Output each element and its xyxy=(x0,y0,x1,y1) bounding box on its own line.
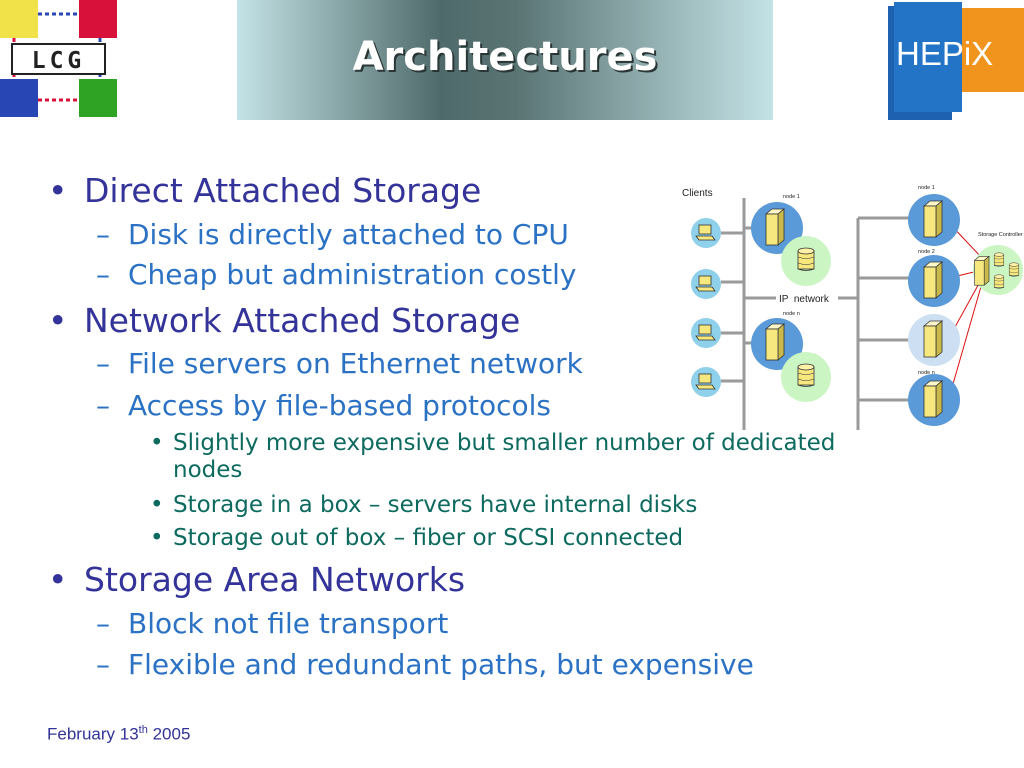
bullet-text: Flexible and redundant paths, but expens… xyxy=(128,648,754,681)
bullet-marker: – xyxy=(96,258,110,291)
server-icon xyxy=(923,200,943,238)
node-label: node 2 xyxy=(918,249,935,255)
disk-icon xyxy=(797,247,815,271)
disk-icon xyxy=(993,274,1005,289)
client-computer-icon xyxy=(690,317,722,349)
client-computer-icon xyxy=(690,217,722,249)
bullet-text: Storage in a box – servers have internal… xyxy=(173,492,698,518)
server-icon xyxy=(765,208,785,246)
footer-date: February 13th 2005 xyxy=(47,724,190,745)
bullet-marker: • xyxy=(150,492,164,518)
bullet-text: File servers on Ethernet network xyxy=(128,347,583,380)
title-banner: Architectures xyxy=(237,0,773,120)
bullet-marker: • xyxy=(150,430,164,456)
bullet-marker: – xyxy=(96,389,110,422)
bullet-marker: – xyxy=(96,218,110,251)
disk-icon xyxy=(993,252,1005,267)
disk-icon xyxy=(797,363,815,387)
footer-date-main: February 13 xyxy=(47,724,139,744)
bullet-marker: • xyxy=(48,560,68,599)
node-label: node 1 xyxy=(918,185,935,191)
bullet-text: Direct Attached Storage xyxy=(84,171,482,210)
bullet-text: Disk is directly attached to CPU xyxy=(128,218,569,251)
hepix-logo-text: HEPiX xyxy=(896,35,993,72)
bullet-marker: • xyxy=(48,171,68,210)
lcg-logo-text: LCG xyxy=(32,48,86,74)
bullet-marker: – xyxy=(96,648,110,681)
lcg-logo: LCG xyxy=(0,0,117,117)
server-icon xyxy=(923,261,943,299)
bullet-text: Block not file transport xyxy=(128,607,449,640)
bullet-text: nodes xyxy=(173,457,243,483)
server-icon xyxy=(765,323,785,361)
bullet-marker: • xyxy=(150,525,164,551)
hepix-logo: HEPiX xyxy=(888,2,1024,120)
server-icon xyxy=(923,380,943,418)
server-icon xyxy=(923,320,943,358)
bullet-text: Cheap but administration costly xyxy=(128,258,577,291)
node-label: node n xyxy=(918,370,935,376)
storage-controller-label: Storage Controller xyxy=(978,232,1023,238)
bullet-text: Storage Area Networks xyxy=(84,560,466,599)
bullet-marker: – xyxy=(96,607,110,640)
client-computer-icon xyxy=(690,366,722,398)
clients-label: Clients xyxy=(682,188,713,199)
footer-date-year: 2005 xyxy=(147,724,191,744)
node-label: node n xyxy=(783,311,800,317)
ip-network-label: IP network xyxy=(779,294,830,305)
disk-icon xyxy=(1008,262,1020,277)
bullet-text: Storage out of box – fiber or SCSI conne… xyxy=(173,525,684,551)
bullet-marker: – xyxy=(96,347,110,380)
bullet-marker: • xyxy=(48,301,68,340)
page-title: Architectures xyxy=(352,34,658,80)
footer-date-suffix: th xyxy=(138,724,148,736)
node-label: node 1 xyxy=(783,194,800,200)
bullet-text: Access by file-based protocols xyxy=(128,389,551,422)
architecture-diagram: Clients node 1 node n IP network node 1 … xyxy=(682,185,1023,430)
client-computer-icon xyxy=(690,268,722,300)
bullet-text: Network Attached Storage xyxy=(84,301,521,340)
storage-controller-icon xyxy=(974,256,990,286)
